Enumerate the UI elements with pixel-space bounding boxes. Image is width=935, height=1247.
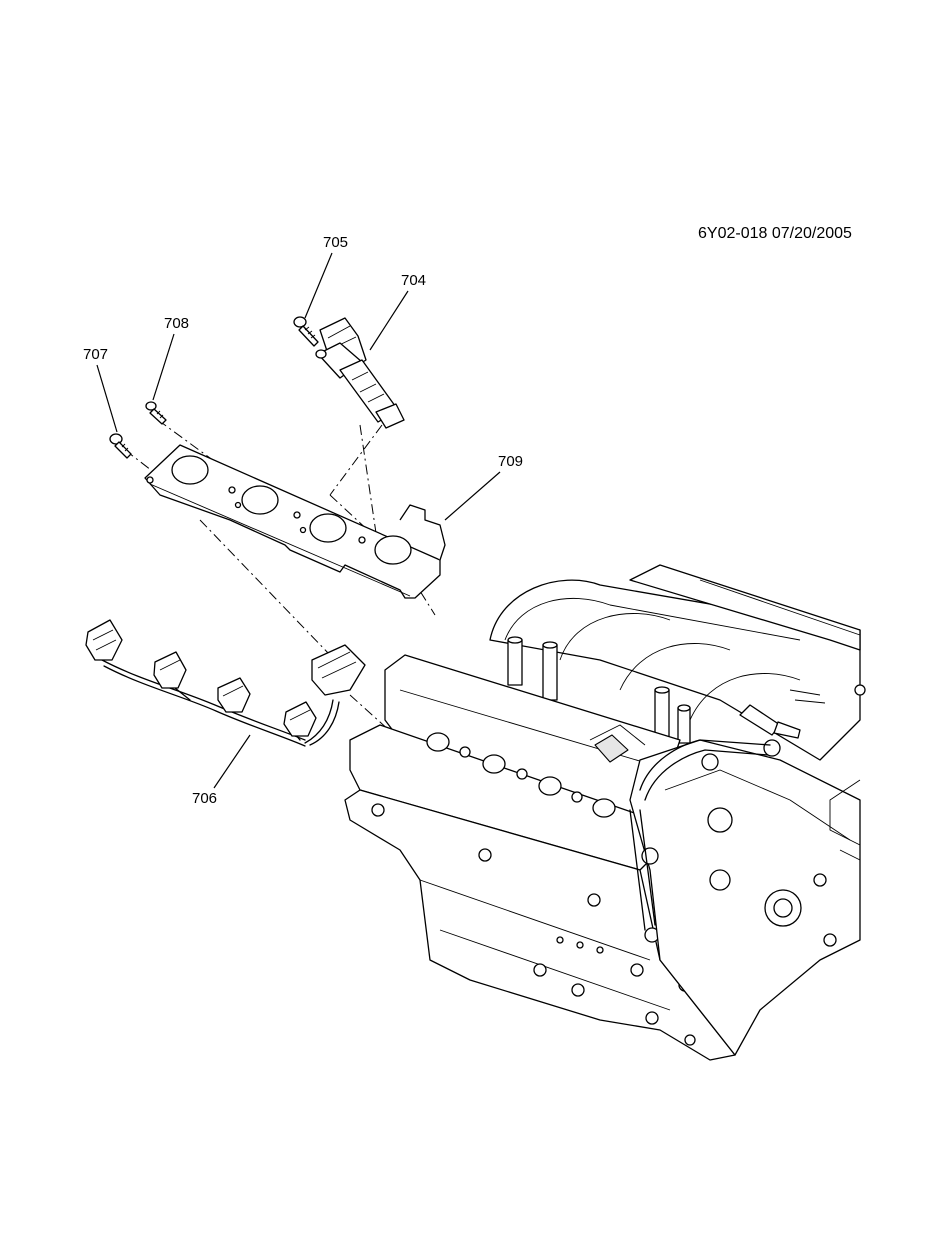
callout-705: 705 bbox=[323, 234, 348, 251]
leader-lines bbox=[96, 252, 501, 789]
callout-704: 704 bbox=[401, 272, 426, 289]
document-id: 6Y02-018 07/20/2005 bbox=[698, 225, 852, 242]
coil-bracket-709 bbox=[144, 444, 446, 599]
callout-708: 708 bbox=[164, 315, 189, 332]
callout-707: 707 bbox=[83, 346, 108, 363]
wiring-harness-706 bbox=[85, 619, 366, 747]
ignition-coil-704 bbox=[315, 317, 405, 429]
engine-assembly bbox=[344, 564, 866, 1061]
bolt-707 bbox=[109, 433, 132, 459]
bolt-705 bbox=[293, 316, 319, 347]
callout-709: 709 bbox=[498, 453, 523, 470]
bolt-708 bbox=[145, 401, 167, 425]
callout-706: 706 bbox=[192, 790, 217, 807]
